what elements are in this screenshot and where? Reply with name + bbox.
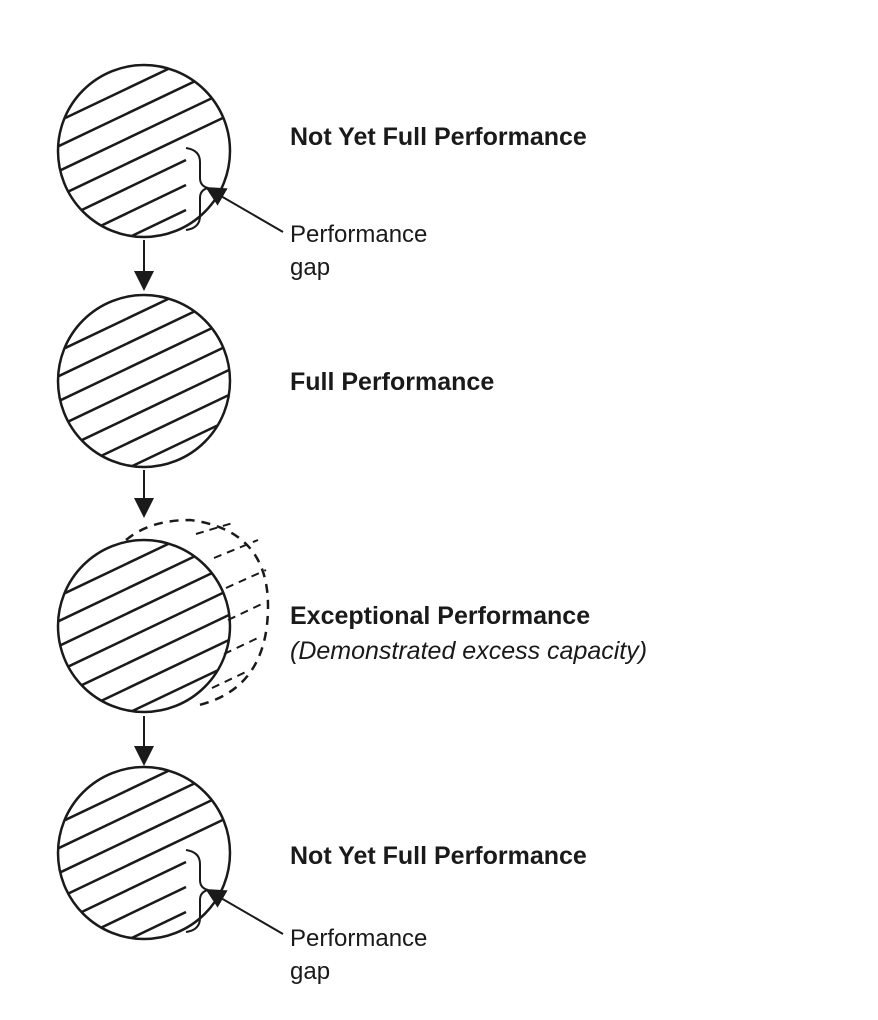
stage-4-hatch: [58, 767, 230, 939]
gap-label-line1: Performance: [290, 221, 428, 248]
stage-3-circle: [56, 518, 270, 714]
stage-4-circle: [56, 765, 284, 941]
stage-1-circle: [56, 63, 284, 239]
excess-capacity-outline: [125, 518, 270, 708]
stage-1-gap-label: Performance gap: [290, 218, 427, 284]
gap-pointer-1: [205, 186, 284, 233]
stage-4-title: Not Yet Full Performance: [290, 842, 587, 870]
stage-3-subtitle: (Demonstrated excess capacity): [290, 637, 648, 665]
excess-capacity-hatch: [195, 521, 267, 689]
stage-4-gap-label: Performance gap: [290, 922, 427, 988]
gap-pointer-2: [205, 888, 284, 935]
stage-1-title: Not Yet Full Performance: [290, 123, 587, 151]
gap-label-line2: gap: [290, 254, 331, 281]
stage-2-title: Full Performance: [290, 368, 495, 396]
gap-label-line1: Performance: [290, 925, 428, 952]
stage-3-title: Exceptional Performance: [290, 602, 591, 630]
gap-label-line2: gap: [290, 958, 331, 985]
